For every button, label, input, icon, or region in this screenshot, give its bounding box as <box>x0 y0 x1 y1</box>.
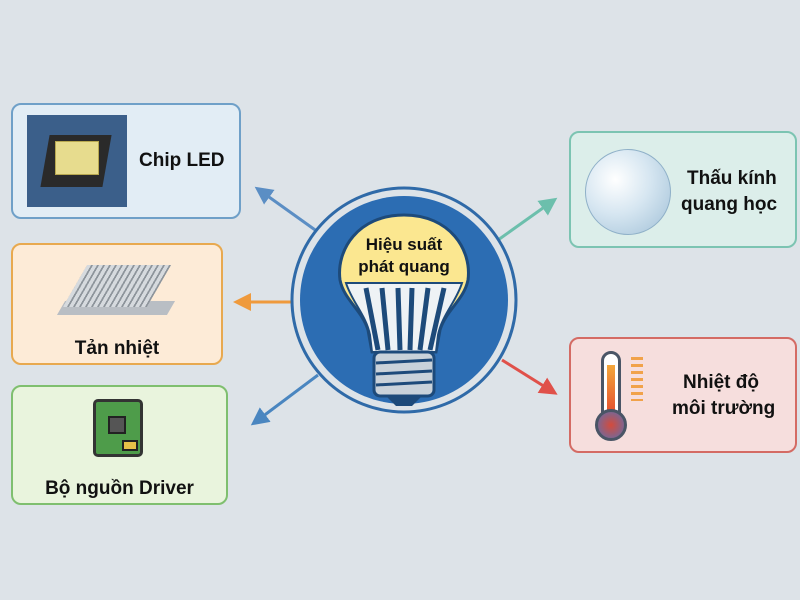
node-chip-led: Chip LED <box>11 103 241 219</box>
node-label-line2: môi trường <box>672 398 776 419</box>
circuit-board-icon <box>93 399 143 457</box>
node-label-line1: Thấu kính <box>687 168 777 189</box>
center-title-line2: phát quang <box>358 257 450 276</box>
node-heatsink: Tản nhiệt <box>11 243 223 365</box>
arrow-to-lens <box>497 197 558 242</box>
node-lens: Thấu kính quang học <box>569 131 797 248</box>
center-title-line1: Hiệu suất <box>365 235 443 254</box>
arrow-to-driver <box>250 373 319 426</box>
node-label-line1: Nhiệt độ <box>683 372 759 393</box>
thermometer-icon <box>593 351 653 447</box>
node-label: Tản nhiệt <box>74 338 160 359</box>
optical-lens-icon <box>585 149 671 235</box>
node-label: Bộ nguồn Driver <box>45 478 194 499</box>
light-bulb-icon <box>338 213 470 406</box>
led-chip-icon <box>27 115 127 207</box>
node-label-line2: quang học <box>681 194 778 215</box>
arrow-to-chip-led <box>254 186 319 234</box>
node-label: Chip LED <box>139 150 225 171</box>
arrow-to-temperature <box>501 358 558 395</box>
node-temperature: Nhiệt độ môi trường <box>569 337 797 453</box>
heatsink-icon <box>56 261 176 327</box>
node-driver: Bộ nguồn Driver <box>11 385 228 505</box>
